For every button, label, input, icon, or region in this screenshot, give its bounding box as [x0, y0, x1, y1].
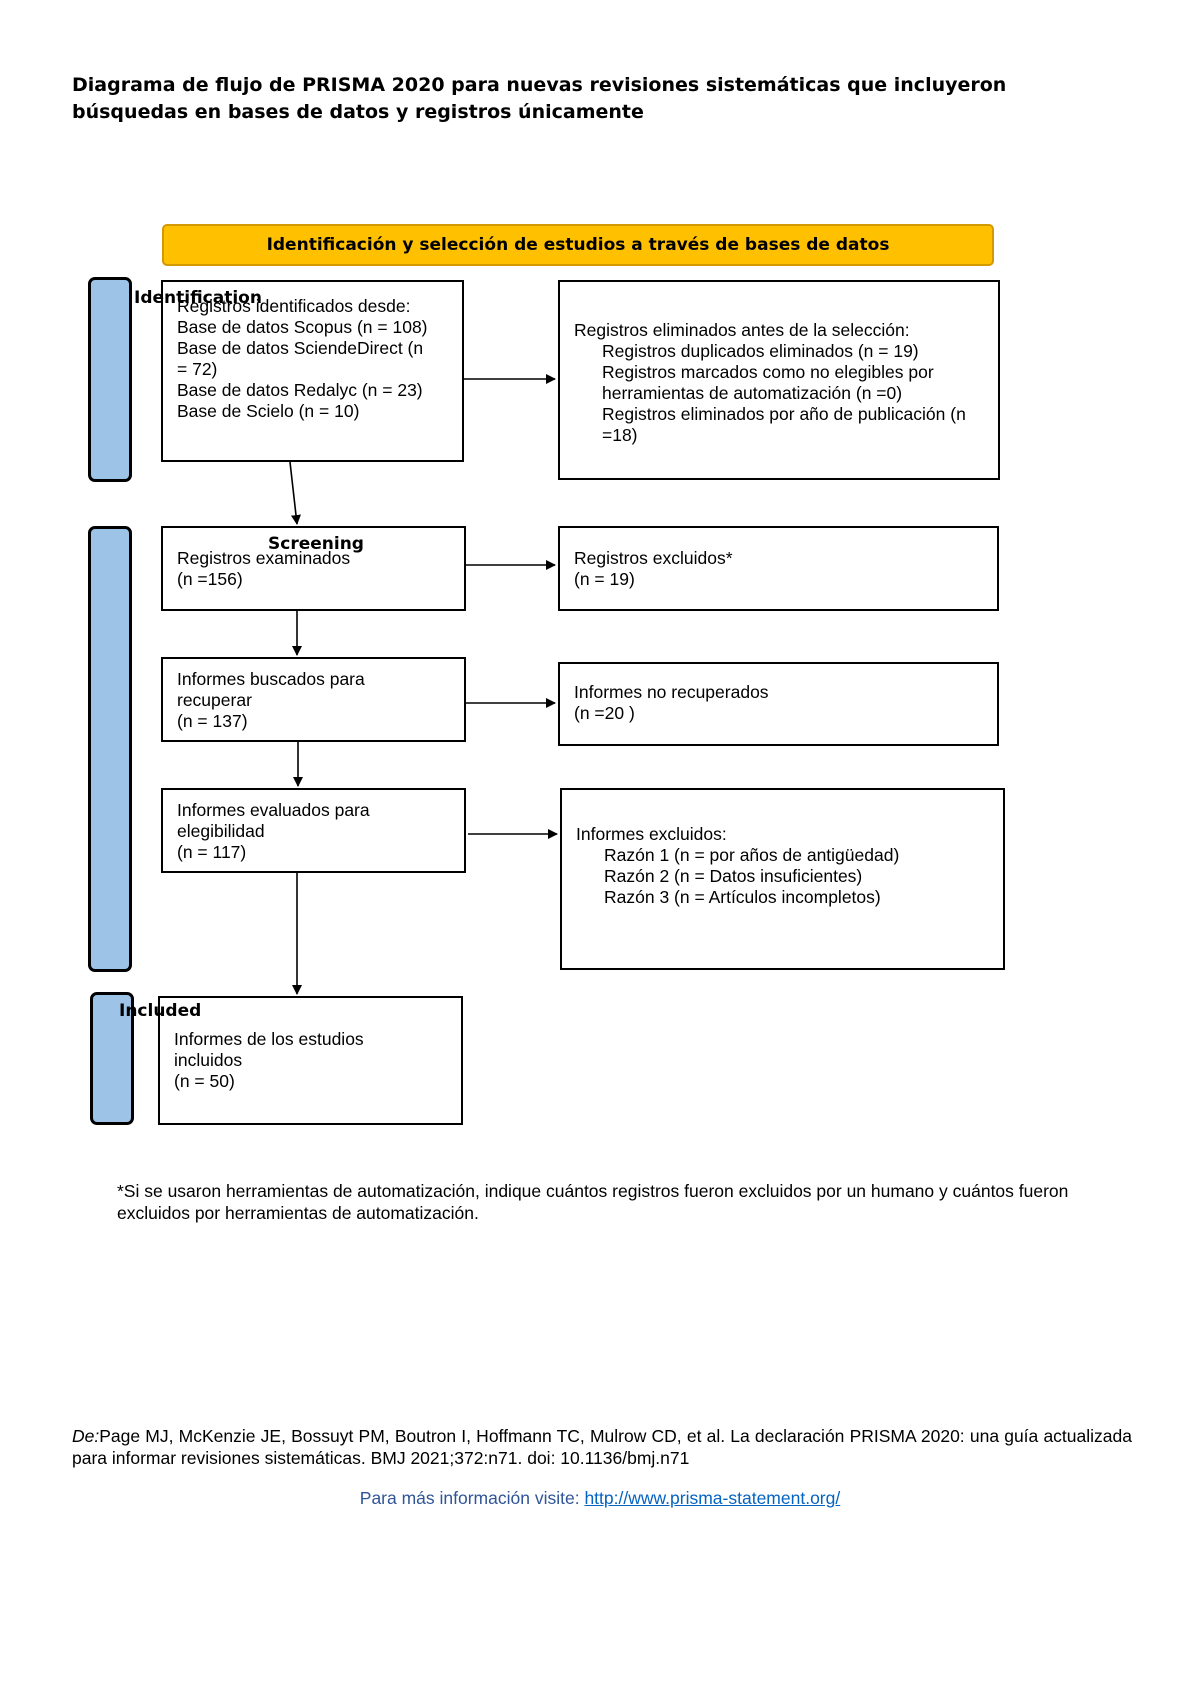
studies-included-count: (n = 50) [174, 1071, 235, 1091]
reports-excluded-reason: Razón 1 (n = por años de antigüedad) [604, 845, 900, 865]
citation-prefix: De: [72, 1426, 100, 1446]
arrow-identified-to-screened [289, 461, 301, 525]
reports-excluded-reason: Razón 3 (n = Artículos incompletos) [604, 887, 881, 907]
page-title: Diagrama de flujo de PRISMA 2020 para nu… [72, 74, 1007, 123]
reports-excluded-box: Informes excluidos: Razón 1 (n = por año… [560, 788, 1005, 970]
reports-sought-label: Informes buscados para [177, 669, 365, 689]
records-identified-line: Base de datos Redalyc (n = 23) [177, 380, 423, 400]
records-removed-heading: Registros eliminados antes de la selecci… [574, 320, 910, 340]
records-removed-line: =18) [602, 425, 638, 445]
section-banner: Identificación y selección de estudios a… [162, 224, 994, 266]
records-excluded-count: (n = 19) [574, 569, 635, 589]
screening-stage-bar [88, 526, 132, 972]
automation-footnote: *Si se usaron herramientas de automatiza… [117, 1181, 1069, 1223]
records-identified-line: Base de datos SciendeDirect (n [177, 338, 424, 358]
studies-included-box: Informes de los estudios incluidos (n = … [158, 996, 463, 1125]
studies-included-label: Informes de los estudios [174, 1029, 364, 1049]
records-identified-line: Base de Scielo (n = 10) [177, 401, 360, 421]
reports-sought-count: (n = 137) [177, 711, 248, 731]
citation-text: Page MJ, McKenzie JE, Bossuyt PM, Boutro… [72, 1426, 1132, 1468]
included-stage-label: Included [119, 1001, 202, 1021]
reports-sought-box: Informes buscados para recuperar (n = 13… [161, 657, 466, 742]
more-info: Para más información visite: http://www.… [0, 1488, 1200, 1509]
more-info-label: Para más información visite: [359, 1488, 585, 1508]
records-identified-box: Registros identificados desde: Base de d… [161, 280, 464, 462]
records-screened-box: Registros examinados (n =156) [161, 526, 466, 611]
reports-not-retrieved-count: (n =20 ) [574, 703, 635, 723]
included-stage-bar [90, 992, 134, 1125]
records-removed-line: Registros eliminados por año de publicac… [602, 404, 966, 424]
records-excluded-box: Registros excluidos* (n = 19) [558, 526, 999, 611]
reports-assessed-count: (n = 117) [177, 842, 247, 862]
records-identified-line: Base de datos Scopus (n = 108) [177, 317, 428, 337]
records-excluded-label: Registros excluidos* [574, 548, 733, 568]
reports-assessed-label: elegibilidad [177, 821, 265, 841]
identification-stage-bar [88, 277, 132, 482]
reports-excluded-heading: Informes excluidos: [576, 824, 727, 844]
reports-assessed-box: Informes evaluados para elegibilidad (n … [161, 788, 466, 873]
records-removed-line: Registros duplicados eliminados (n = 19) [602, 341, 919, 361]
screening-stage-label: Screening [268, 534, 364, 554]
studies-included-label: incluidos [174, 1050, 243, 1070]
reports-excluded-reason: Razón 2 (n = Datos insuficientes) [604, 866, 863, 886]
identification-stage-label: Identification [134, 288, 262, 308]
records-screened-label: Registros examinados [177, 548, 351, 568]
reports-sought-label: recuperar [177, 690, 252, 710]
records-removed-box: Registros eliminados antes de la selecci… [558, 280, 1000, 480]
prisma-website-link[interactable]: http://www.prisma-statement.org/ [584, 1488, 841, 1508]
citation: De:Page MJ, McKenzie JE, Bossuyt PM, Bou… [72, 1425, 1132, 1469]
records-removed-line: herramientas de automatización (n =0) [602, 383, 903, 403]
reports-assessed-label: Informes evaluados para [177, 800, 370, 820]
records-identified-heading: Registros identificados desde: [177, 296, 411, 316]
reports-not-retrieved-box: Informes no recuperados (n =20 ) [558, 662, 999, 746]
reports-not-retrieved-label: Informes no recuperados [574, 682, 769, 702]
records-removed-line: Registros marcados como no elegibles por [602, 362, 934, 382]
records-identified-line: = 72) [177, 359, 218, 379]
records-screened-count: (n =156) [177, 569, 243, 589]
